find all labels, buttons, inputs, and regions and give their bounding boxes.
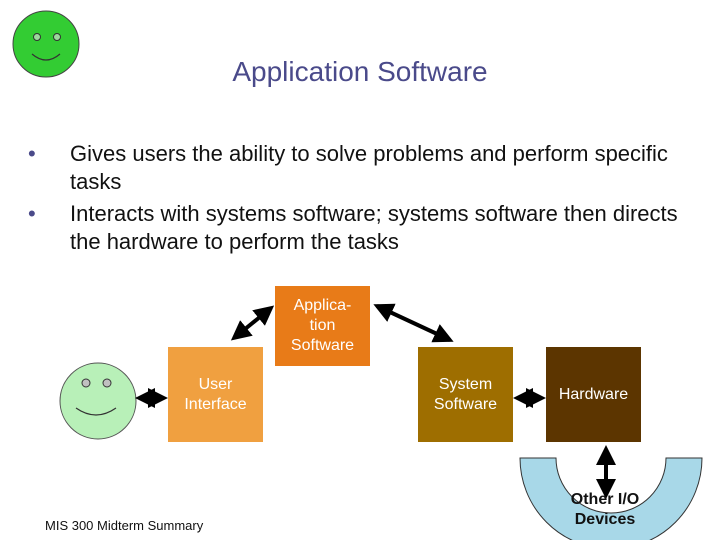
bullet-marker: •	[28, 141, 36, 166]
bullet-text: Gives users the ability to solve problem…	[70, 141, 668, 194]
application-software-label: Applica- tion Software	[290, 297, 355, 354]
bullet-item: • Gives users the ability to solve probl…	[28, 140, 708, 196]
arrow-application-to-system	[373, 303, 454, 343]
hardware-label: Hardware	[558, 385, 629, 403]
user-smiley-icon	[59, 362, 137, 440]
bullet-text: Interacts with systems software; systems…	[70, 201, 678, 254]
system-software-box: System Software	[418, 347, 513, 442]
io-devices-arc	[519, 457, 703, 540]
slide-title: Application Software	[232, 56, 488, 87]
bullet-marker: •	[28, 201, 36, 226]
application-software-box: Applica- tion Software	[275, 286, 370, 366]
slide-footer: MIS 300 Midterm Summary	[45, 518, 204, 533]
arrow-ui-to-application	[230, 305, 275, 341]
hardware-box: Hardware	[546, 347, 641, 442]
bullet-item: • Interacts with systems software; syste…	[28, 200, 708, 256]
bullet-list: • Gives users the ability to solve probl…	[28, 140, 708, 260]
system-software-label: System Software	[433, 375, 498, 413]
user-interface-label: User Interface	[184, 375, 247, 413]
small-smiley-icon	[12, 10, 80, 78]
user-interface-box: User Interface	[168, 347, 263, 442]
other-io-devices-label: Other I/O Devices	[570, 491, 640, 528]
